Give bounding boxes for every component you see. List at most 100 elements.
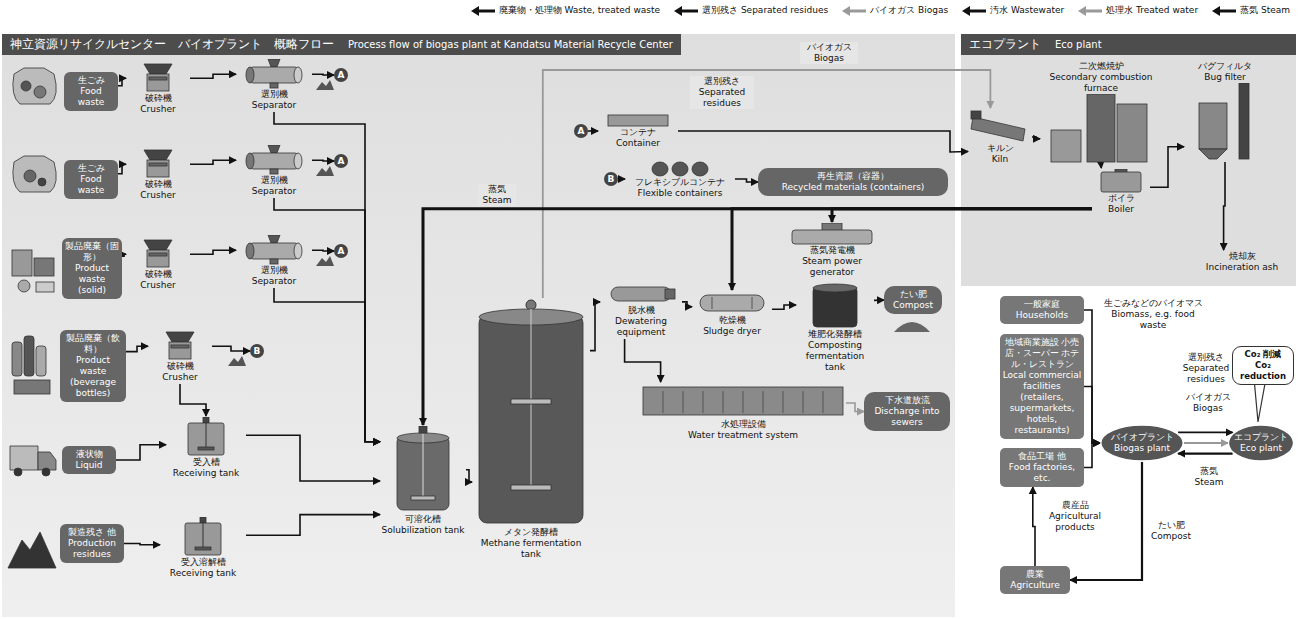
equipment: バグフィルタBug filter (1184, 60, 1266, 162)
equipment: 破砕機Crusher (126, 148, 190, 202)
edge-label: バイオガス Biogas (1182, 392, 1234, 414)
equipment: 蒸気発電機Steam power generator (782, 222, 882, 279)
node-text: Crusher (140, 190, 175, 201)
legend-arrow (1078, 6, 1102, 16)
node-text: Food factories, etc. (1002, 462, 1082, 484)
node-text: 製品廃棄（飲料） (62, 333, 124, 355)
flow-line (732, 209, 1092, 290)
flow-line (1084, 310, 1100, 443)
node-text: Receiving tank (170, 568, 236, 579)
output-box: たい肥Compost (884, 286, 942, 314)
node-text: 農業 (1002, 569, 1068, 580)
legend-item: 処理水 Treated water (1078, 5, 1198, 16)
node-text: 破砕機 (145, 179, 172, 190)
marker-circle: A (574, 124, 588, 138)
node-text: 地域商業施設 小売店・スーパー ホテル・レストラン (1002, 337, 1082, 370)
node-text: 選別機 (261, 175, 288, 186)
plant-ellipse: エコプラントEco plant (1228, 424, 1294, 462)
equipment-icon (797, 283, 873, 329)
node-text: 破砕機 (145, 269, 172, 280)
flow-line (118, 164, 126, 174)
flow-line (874, 299, 884, 301)
node-text: メタン発酵槽 (504, 527, 558, 538)
node-text: キルン (987, 143, 1014, 154)
node-text: B (254, 346, 261, 356)
node-text: 蒸気発電機 (810, 245, 855, 256)
equipment: 選別機Separator (236, 58, 312, 112)
node-text: B (608, 174, 615, 184)
flow-line (274, 198, 380, 442)
marker-circle: A (334, 68, 348, 82)
flow-line (122, 254, 126, 256)
flow-line (1178, 453, 1233, 455)
node-text: ボイラ (1108, 193, 1135, 204)
node-text: フレキシブルコンテナ (635, 177, 725, 188)
legend-text: 廃棄物・処理物 Waste, treated waste (499, 5, 661, 16)
node-text: A (338, 156, 345, 166)
flow-line (1032, 137, 1040, 139)
marker-circle: B (604, 172, 618, 186)
equipment-icon (127, 239, 189, 269)
legend-arrow (842, 6, 866, 16)
node-text: 選別機 (261, 89, 288, 100)
flow-line (735, 179, 758, 182)
node-text: Households (1002, 310, 1082, 321)
equipment: ボイラBoiler (1092, 168, 1150, 216)
node-text: Container (616, 138, 660, 149)
flow-line (832, 209, 1092, 222)
flow-line (118, 78, 126, 86)
legend-item: バイオガス Biogas (842, 5, 948, 16)
node-text: A (338, 246, 345, 256)
node-text: Food waste (66, 86, 116, 108)
node-text: Secondary combustion furnace (1041, 72, 1161, 94)
flow-line (678, 131, 968, 152)
equipment-icon (626, 159, 734, 177)
legend-arrow (471, 6, 495, 16)
edge-label: 選別残さ Separated residues (690, 76, 754, 109)
node-text: 食品工場 他 (1002, 451, 1082, 462)
node-text: Process flow of biogas plant at Kandatsu… (348, 37, 673, 53)
legend-item: 蒸気 Steam (1212, 5, 1290, 16)
legend-text: 蒸気 Steam (1240, 5, 1290, 16)
flow-line (466, 470, 472, 482)
node-text: Crusher (140, 104, 175, 115)
node-text: Recycled materials (containers) (764, 182, 942, 193)
flow-line (1084, 443, 1100, 468)
flow-line (1084, 387, 1100, 444)
source-box: 農業Agriculture (1000, 566, 1070, 594)
node-text: Food waste (66, 174, 116, 196)
equipment-icon (1185, 83, 1265, 161)
equipment: 受入槽Receiving tank (166, 416, 246, 480)
flow-line (312, 159, 334, 161)
equipment-icon (1041, 94, 1161, 164)
waste-source-box: 製造残さ 他Production residues (60, 524, 124, 563)
waste-source-box: 生ごみFood waste (64, 160, 118, 199)
equipment-icon (237, 145, 311, 175)
node-text: Co₂ 削減 (1234, 349, 1292, 360)
legend-text: バイオガス Biogas (870, 5, 948, 16)
equipment-icon (473, 299, 589, 527)
flow-line (180, 384, 206, 416)
node-text: コンテナ (620, 127, 656, 138)
flow-line (1178, 432, 1233, 434)
node-text: 選別機 (261, 265, 288, 276)
node-text: Production residues (62, 538, 122, 560)
equipment-icon (127, 149, 189, 179)
node-text: 製造残さ 他 (62, 527, 122, 538)
edge-label: 蒸気 Steam (1190, 466, 1228, 488)
node-text: エコプラント (969, 36, 1041, 52)
equipment: 選別機Separator (236, 144, 312, 198)
equipment-icon (599, 113, 677, 127)
node-text: Crusher (140, 280, 175, 291)
node-text: A (578, 126, 585, 136)
waste-pictures (8, 68, 56, 568)
equipment: 受入溶解槽Receiving tank (160, 516, 246, 580)
output-box: 下水道放流Discharge into sewers (864, 392, 950, 431)
flow-line (1224, 162, 1225, 250)
equipment: コンテナContainer (598, 112, 678, 150)
flow-line (682, 302, 692, 307)
equipment: 二次燃焼炉Secondary combustion furnace (1040, 60, 1162, 165)
node-text: Separator (252, 276, 296, 287)
node-text: Solubilization tank (382, 525, 465, 536)
node-text: Local commercial facilities (retailers, … (1002, 370, 1082, 436)
